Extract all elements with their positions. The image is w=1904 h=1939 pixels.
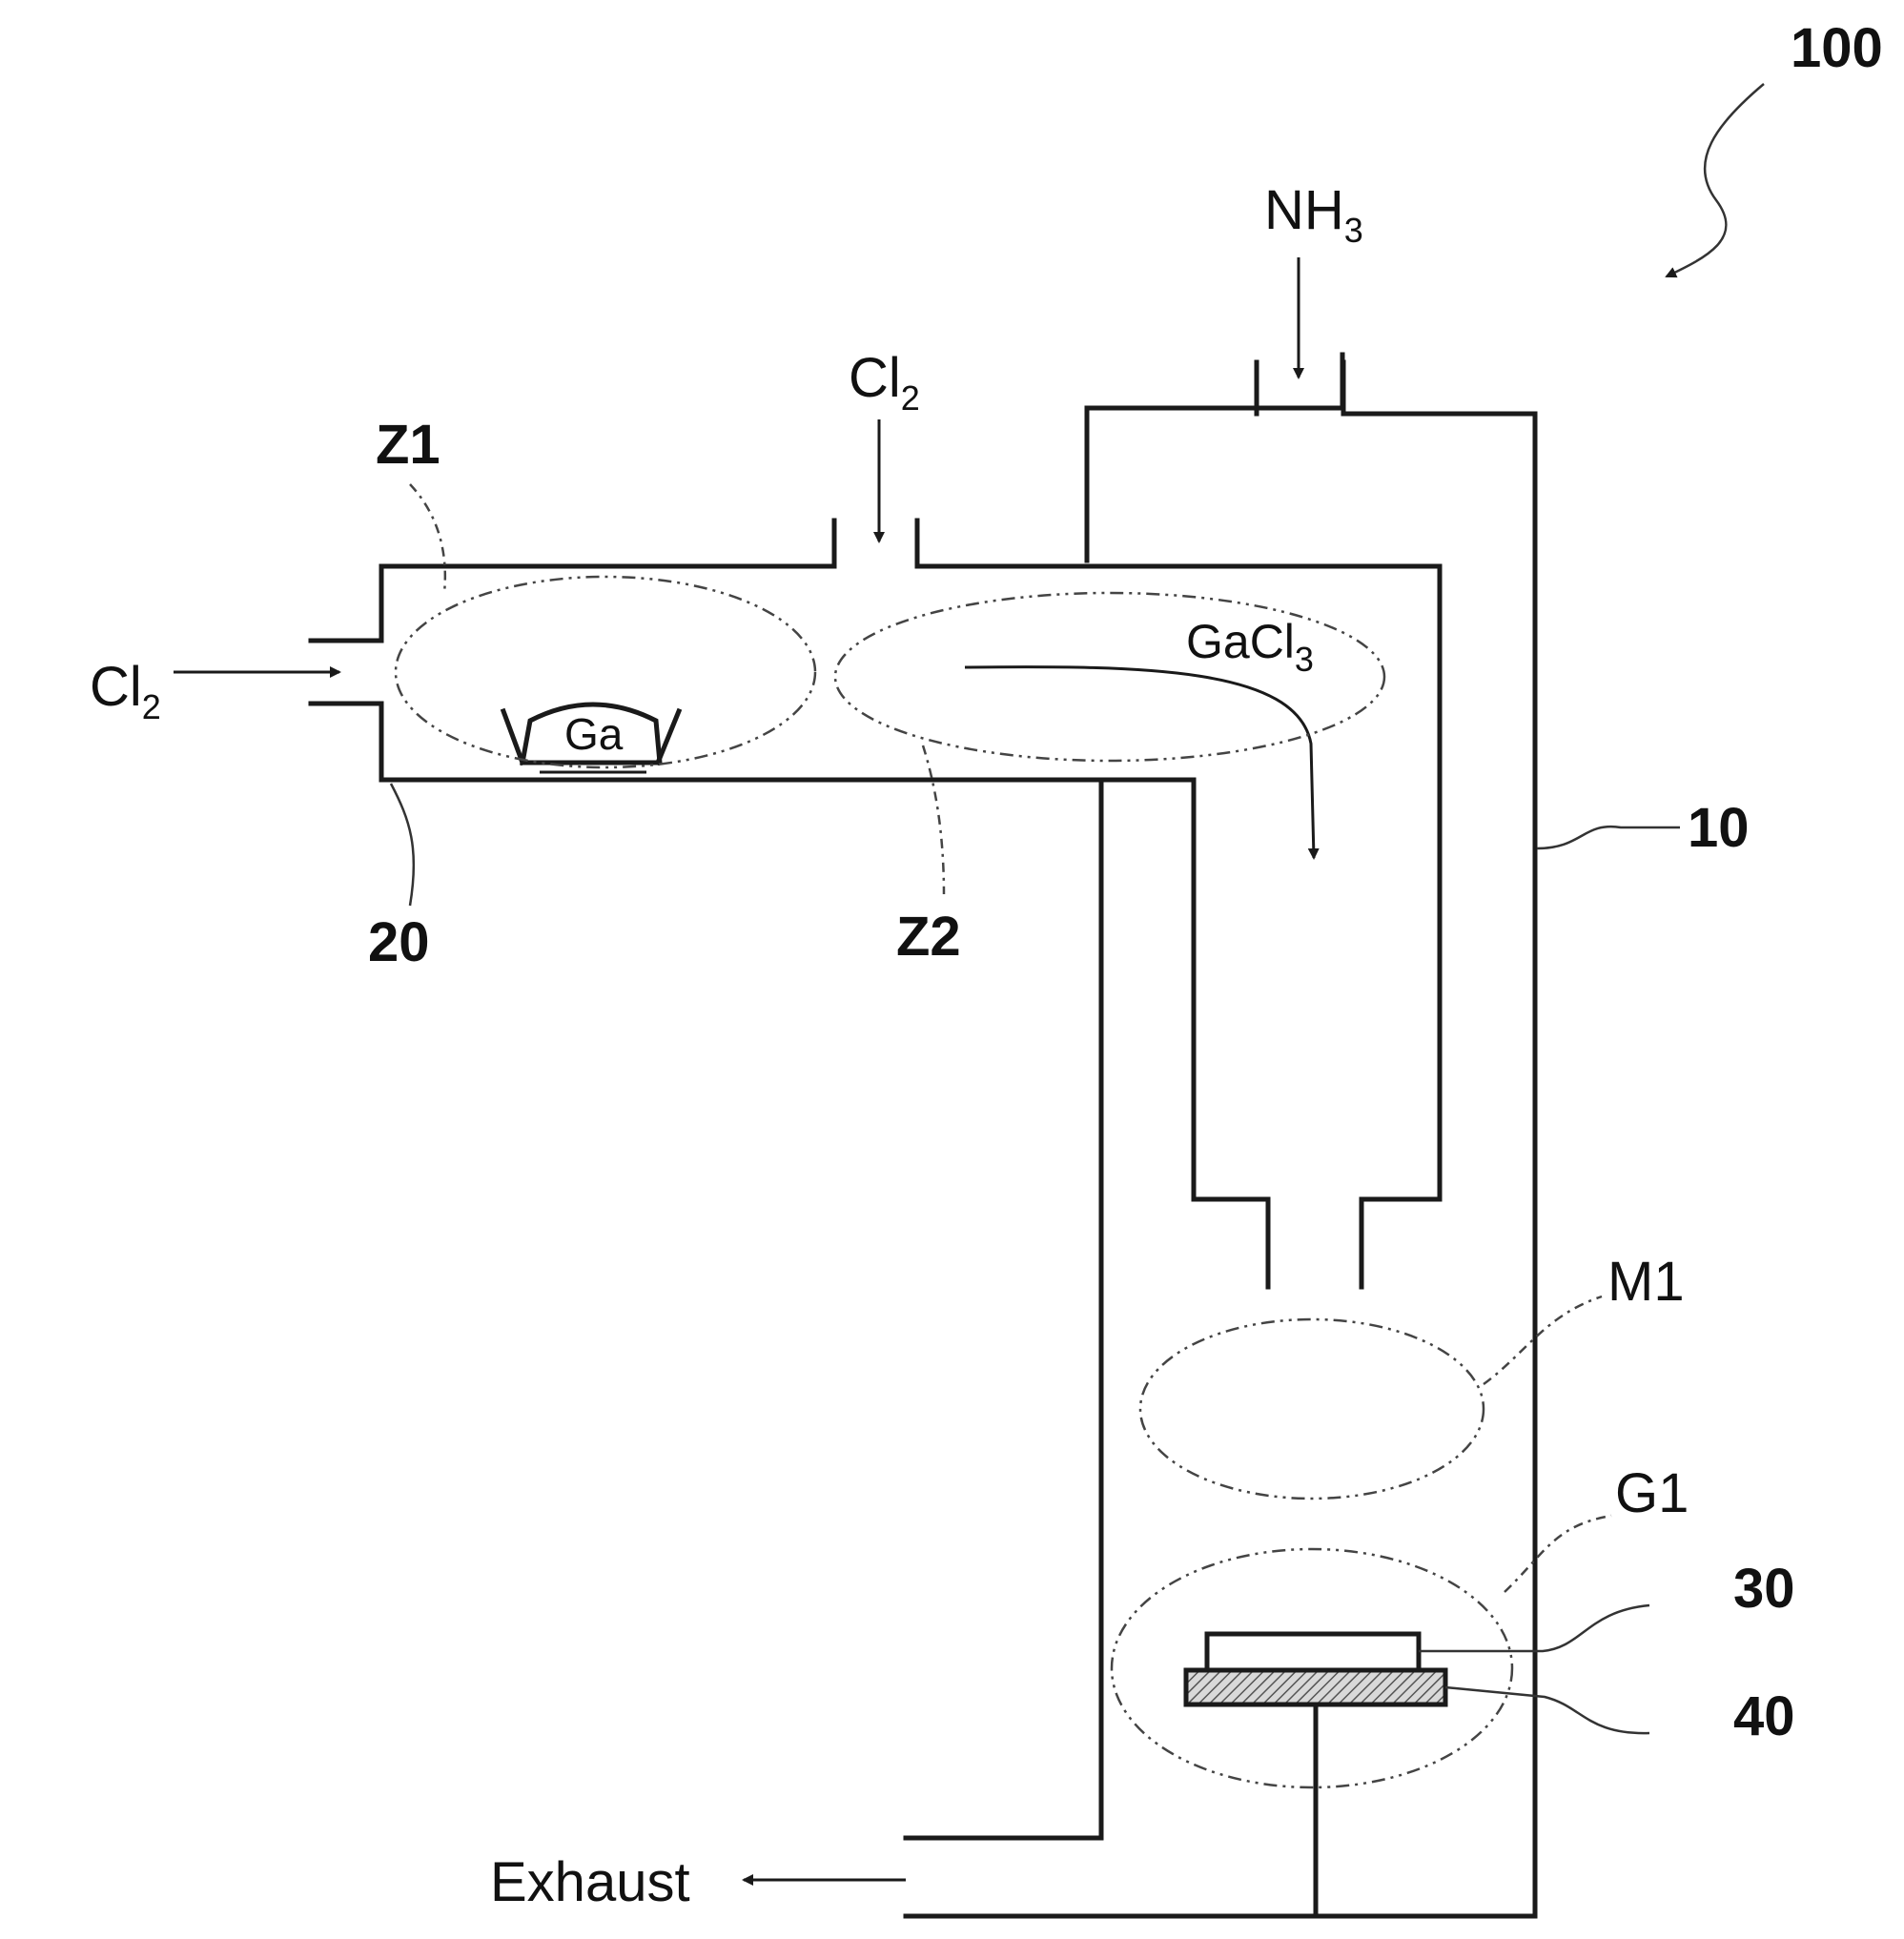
- m1-leader: [1484, 1296, 1602, 1384]
- nh3-label-sub: 3: [1344, 211, 1363, 250]
- cl2-side-label-base: Cl: [90, 656, 142, 718]
- z2-leader: [923, 745, 944, 894]
- cl2-side-label: Cl2: [90, 656, 161, 726]
- zone-z1-label: Z1: [376, 414, 440, 476]
- boat-ref-leader: [391, 784, 414, 906]
- zone-m1-ellipse: [1140, 1319, 1484, 1499]
- source-tube-bottom-wall: [381, 704, 1268, 1287]
- zone-g1-label: G1: [1615, 1462, 1689, 1524]
- cl2-top-label: Cl2: [849, 347, 920, 418]
- nh3-inlet: [1257, 257, 1343, 414]
- chamber-outer-wall: [1087, 355, 1342, 561]
- boat-ref-label: 20: [368, 911, 430, 973]
- substrate-ref-label: 30: [1733, 1558, 1795, 1620]
- nh3-label: NH3: [1264, 179, 1363, 250]
- gacl3-flow-arrow: [965, 667, 1314, 858]
- gacl3-label: GaCl3: [1186, 615, 1314, 679]
- zone-m1-label: M1: [1607, 1251, 1685, 1313]
- source-tube-top-right-wall: [917, 520, 1440, 1287]
- g1-leader: [1505, 1516, 1611, 1592]
- figure-ref-leader: [1667, 84, 1764, 276]
- nh3-label-base: NH: [1264, 179, 1344, 241]
- susceptor-ref-label: 40: [1733, 1685, 1795, 1747]
- exhaust-label: Exhaust: [490, 1851, 690, 1913]
- chamber-ref-leader: [1537, 827, 1680, 848]
- cl2-top-label-sub: 2: [901, 378, 920, 418]
- zone-z2-label: Z2: [896, 906, 961, 968]
- source-tube-top-wall: [381, 520, 834, 641]
- cl2-top-label-base: Cl: [849, 347, 901, 409]
- chamber-ref-label: 10: [1688, 797, 1750, 859]
- gacl3-label-base: GaCl: [1186, 615, 1295, 668]
- substrate: [1207, 1634, 1419, 1670]
- cl2-side-label-sub: 2: [142, 687, 161, 726]
- gallium-label: Ga: [564, 709, 624, 759]
- susceptor-ref-leader: [1445, 1687, 1649, 1733]
- susceptor: [1186, 1670, 1445, 1704]
- boat-left-edge: [503, 711, 522, 763]
- figure-ref-label: 100: [1791, 17, 1883, 79]
- z1-leader: [410, 484, 445, 593]
- gacl3-label-sub: 3: [1295, 640, 1314, 679]
